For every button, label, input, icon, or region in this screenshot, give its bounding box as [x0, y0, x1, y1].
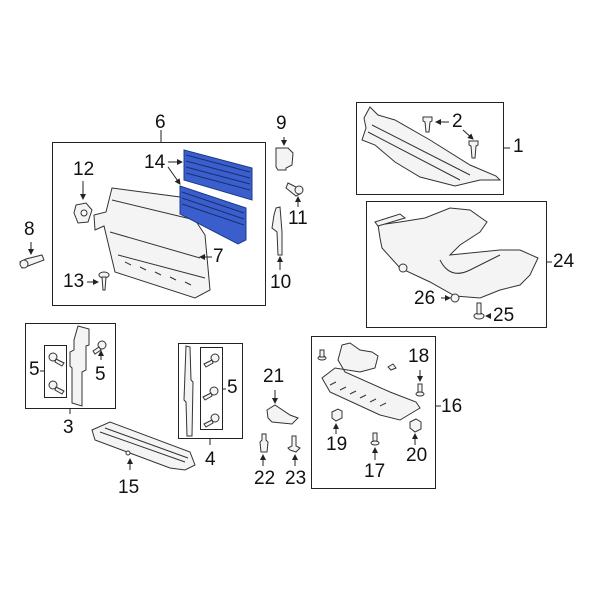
callout-14[interactable]: 14	[144, 152, 166, 173]
callout-20[interactable]: 20	[406, 445, 428, 466]
part-24-splash-shield[interactable]	[374, 207, 539, 299]
callout-7[interactable]: 7	[213, 246, 224, 267]
part-21-bracket[interactable]	[266, 404, 299, 425]
callout-12[interactable]: 12	[73, 159, 95, 180]
part-25-bolt[interactable]	[473, 302, 485, 320]
part-16-engine-shield[interactable]	[321, 342, 421, 421]
part-22-retainer[interactable]	[259, 433, 269, 453]
part-10-strap[interactable]	[271, 206, 283, 256]
part-1-upper-shield[interactable]	[361, 106, 502, 187]
part-16-bolt[interactable]	[317, 349, 397, 371]
callout-21[interactable]: 21	[263, 366, 285, 387]
callout-18[interactable]: 18	[408, 346, 430, 367]
callout-26[interactable]: 26	[414, 288, 436, 309]
part-4-air-deflector[interactable]	[183, 345, 194, 437]
callout-9[interactable]: 9	[276, 113, 287, 134]
part-5-screw[interactable]	[48, 340, 107, 395]
callout-11[interactable]: 11	[288, 208, 308, 229]
part-18-bolt[interactable]	[415, 383, 425, 397]
callout-8[interactable]: 8	[24, 219, 35, 240]
part-12-clip[interactable]	[73, 202, 93, 224]
callout-23[interactable]: 23	[285, 468, 307, 489]
callout-17[interactable]: 17	[364, 461, 386, 482]
callout-4[interactable]: 4	[205, 449, 216, 470]
part-11-bolt[interactable]	[285, 182, 304, 197]
group-box-6	[52, 142, 266, 306]
callout-5-group4[interactable]: 5	[227, 377, 238, 398]
part-5-screw-group-4[interactable]	[202, 353, 220, 428]
group-box-3	[25, 323, 116, 409]
callout-2[interactable]: 2	[452, 111, 463, 132]
callout-22[interactable]: 22	[254, 468, 276, 489]
group-box-1	[356, 102, 504, 195]
part-2-push-pin[interactable]	[422, 116, 479, 159]
callout-25[interactable]: 25	[493, 305, 515, 326]
group-box-24	[366, 201, 547, 328]
callout-15[interactable]: 15	[118, 477, 140, 498]
part-14-grille-shutters[interactable]	[179, 149, 253, 245]
group-box-5a	[44, 345, 67, 398]
part-3-air-deflector[interactable]	[69, 325, 90, 407]
part-15-lower-panel[interactable]	[91, 421, 196, 471]
callout-24[interactable]: 24	[553, 251, 575, 272]
part-17-bolt[interactable]	[370, 432, 380, 446]
part-26-grommet[interactable]	[398, 263, 460, 303]
callout-6[interactable]: 6	[155, 112, 166, 133]
part-23-stud[interactable]	[287, 435, 301, 453]
callout-5-group3-right[interactable]: 5	[95, 364, 106, 385]
callout-5-group3-left[interactable]: 5	[29, 359, 40, 380]
part-8-bolt[interactable]	[19, 254, 45, 269]
part-13-screw[interactable]	[98, 271, 110, 291]
callout-13[interactable]: 13	[63, 271, 85, 292]
part-20-clip[interactable]	[409, 418, 422, 433]
callout-3[interactable]: 3	[63, 417, 74, 438]
callout-16[interactable]: 16	[441, 396, 463, 417]
callout-10[interactable]: 10	[270, 272, 292, 293]
group-box-16	[311, 336, 436, 489]
callout-1[interactable]: 1	[513, 136, 524, 157]
part-9-bracket[interactable]	[275, 147, 294, 171]
group-box-5c	[200, 347, 223, 430]
callout-19[interactable]: 19	[326, 434, 348, 455]
group-box-4	[178, 343, 243, 439]
part-19-clip[interactable]	[331, 408, 343, 422]
